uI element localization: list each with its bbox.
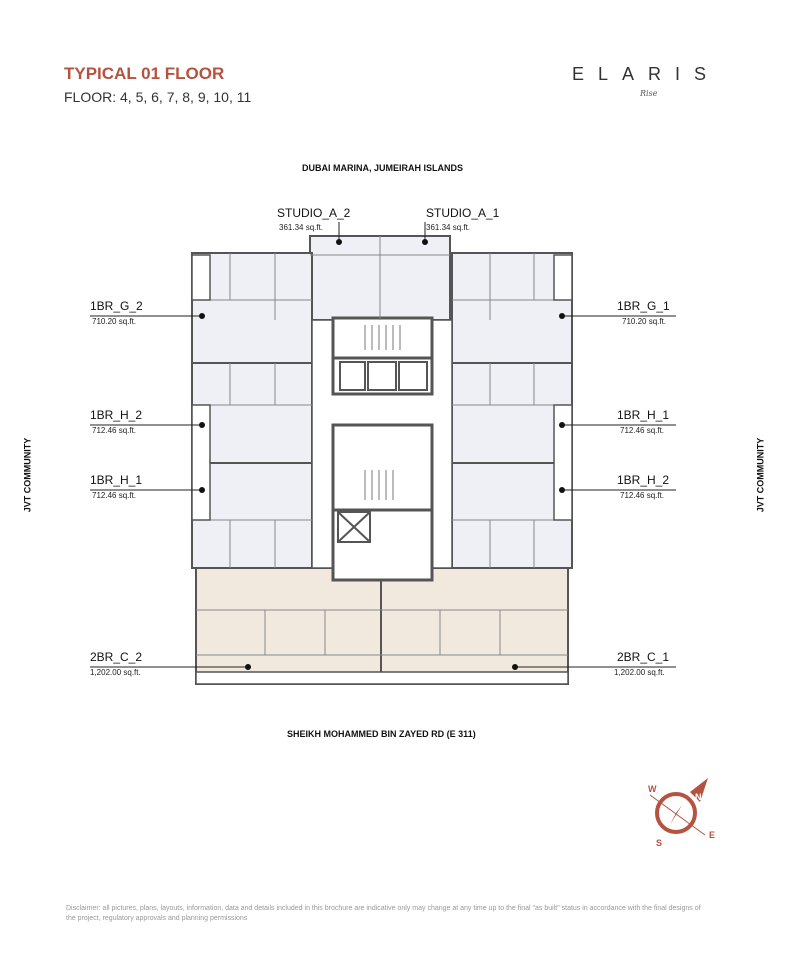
unit-2br-c-1 bbox=[380, 567, 569, 685]
unit-label: STUDIO_A_1 bbox=[426, 206, 500, 220]
compass-n: N bbox=[695, 792, 702, 802]
unit-label: 2BR_C_2 bbox=[90, 650, 143, 664]
unit-area: 710.20 sq.ft. bbox=[622, 317, 667, 326]
unit-area: 1,202.00 sq.ft. bbox=[90, 668, 141, 677]
unit-label: 1BR_G_2 bbox=[90, 299, 143, 313]
compass-w: W bbox=[648, 784, 657, 794]
floor-list: FLOOR: 4, 5, 6, 7, 8, 9, 10, 11 bbox=[64, 89, 252, 105]
unit-1br-g-1 bbox=[451, 252, 573, 364]
compass-labels: N W E S bbox=[648, 784, 715, 848]
unit-label: 1BR_H_1 bbox=[90, 473, 143, 487]
direction-top: DUBAI MARINA, JUMEIRAH ISLANDS bbox=[302, 163, 464, 173]
unit-label: 1BR_H_1 bbox=[617, 408, 670, 422]
brand-logo-sub: Rise bbox=[640, 89, 658, 98]
unit-label: 1BR_H_2 bbox=[90, 408, 143, 422]
disclaimer: Disclaimer: all pictures, plans, layouts… bbox=[66, 905, 701, 922]
unit-area: 712.46 sq.ft. bbox=[92, 426, 137, 435]
unit-label: 1BR_H_2 bbox=[617, 473, 670, 487]
unit-2br-c-2 bbox=[195, 567, 382, 685]
unit-area: 712.46 sq.ft. bbox=[620, 491, 665, 500]
brand-logo: ELARIS bbox=[572, 64, 721, 84]
unit-label: 1BR_G_1 bbox=[617, 299, 670, 313]
unit-area: 361.34 sq.ft. bbox=[279, 223, 324, 232]
unit-area: 361.34 sq.ft. bbox=[426, 223, 471, 232]
page-title: TYPICAL 01 FLOOR bbox=[64, 64, 225, 83]
unit-area: 1,202.00 sq.ft. bbox=[614, 668, 665, 677]
compass-e: E bbox=[709, 830, 715, 840]
stairs bbox=[364, 325, 401, 500]
compass-icon bbox=[649, 778, 708, 836]
unit-label: STUDIO_A_2 bbox=[277, 206, 351, 220]
direction-bottom: SHEIKH MOHAMMED BIN ZAYED RD (E 311) bbox=[287, 729, 476, 739]
compass-s: S bbox=[656, 838, 662, 848]
lift-shafts bbox=[337, 361, 428, 543]
unit-area: 712.46 sq.ft. bbox=[620, 426, 665, 435]
direction-left: JVT COMMUNITY bbox=[22, 437, 33, 513]
direction-right: JVT COMMUNITY bbox=[755, 437, 766, 513]
leader-lines bbox=[90, 222, 676, 668]
core bbox=[331, 316, 434, 582]
unit-area: 710.20 sq.ft. bbox=[92, 317, 137, 326]
balconies bbox=[191, 254, 573, 685]
room-partitions bbox=[196, 236, 568, 656]
unit-area: 712.46 sq.ft. bbox=[92, 491, 137, 500]
unit-label: 2BR_C_1 bbox=[617, 650, 670, 664]
unit-marker-dots bbox=[199, 239, 565, 670]
